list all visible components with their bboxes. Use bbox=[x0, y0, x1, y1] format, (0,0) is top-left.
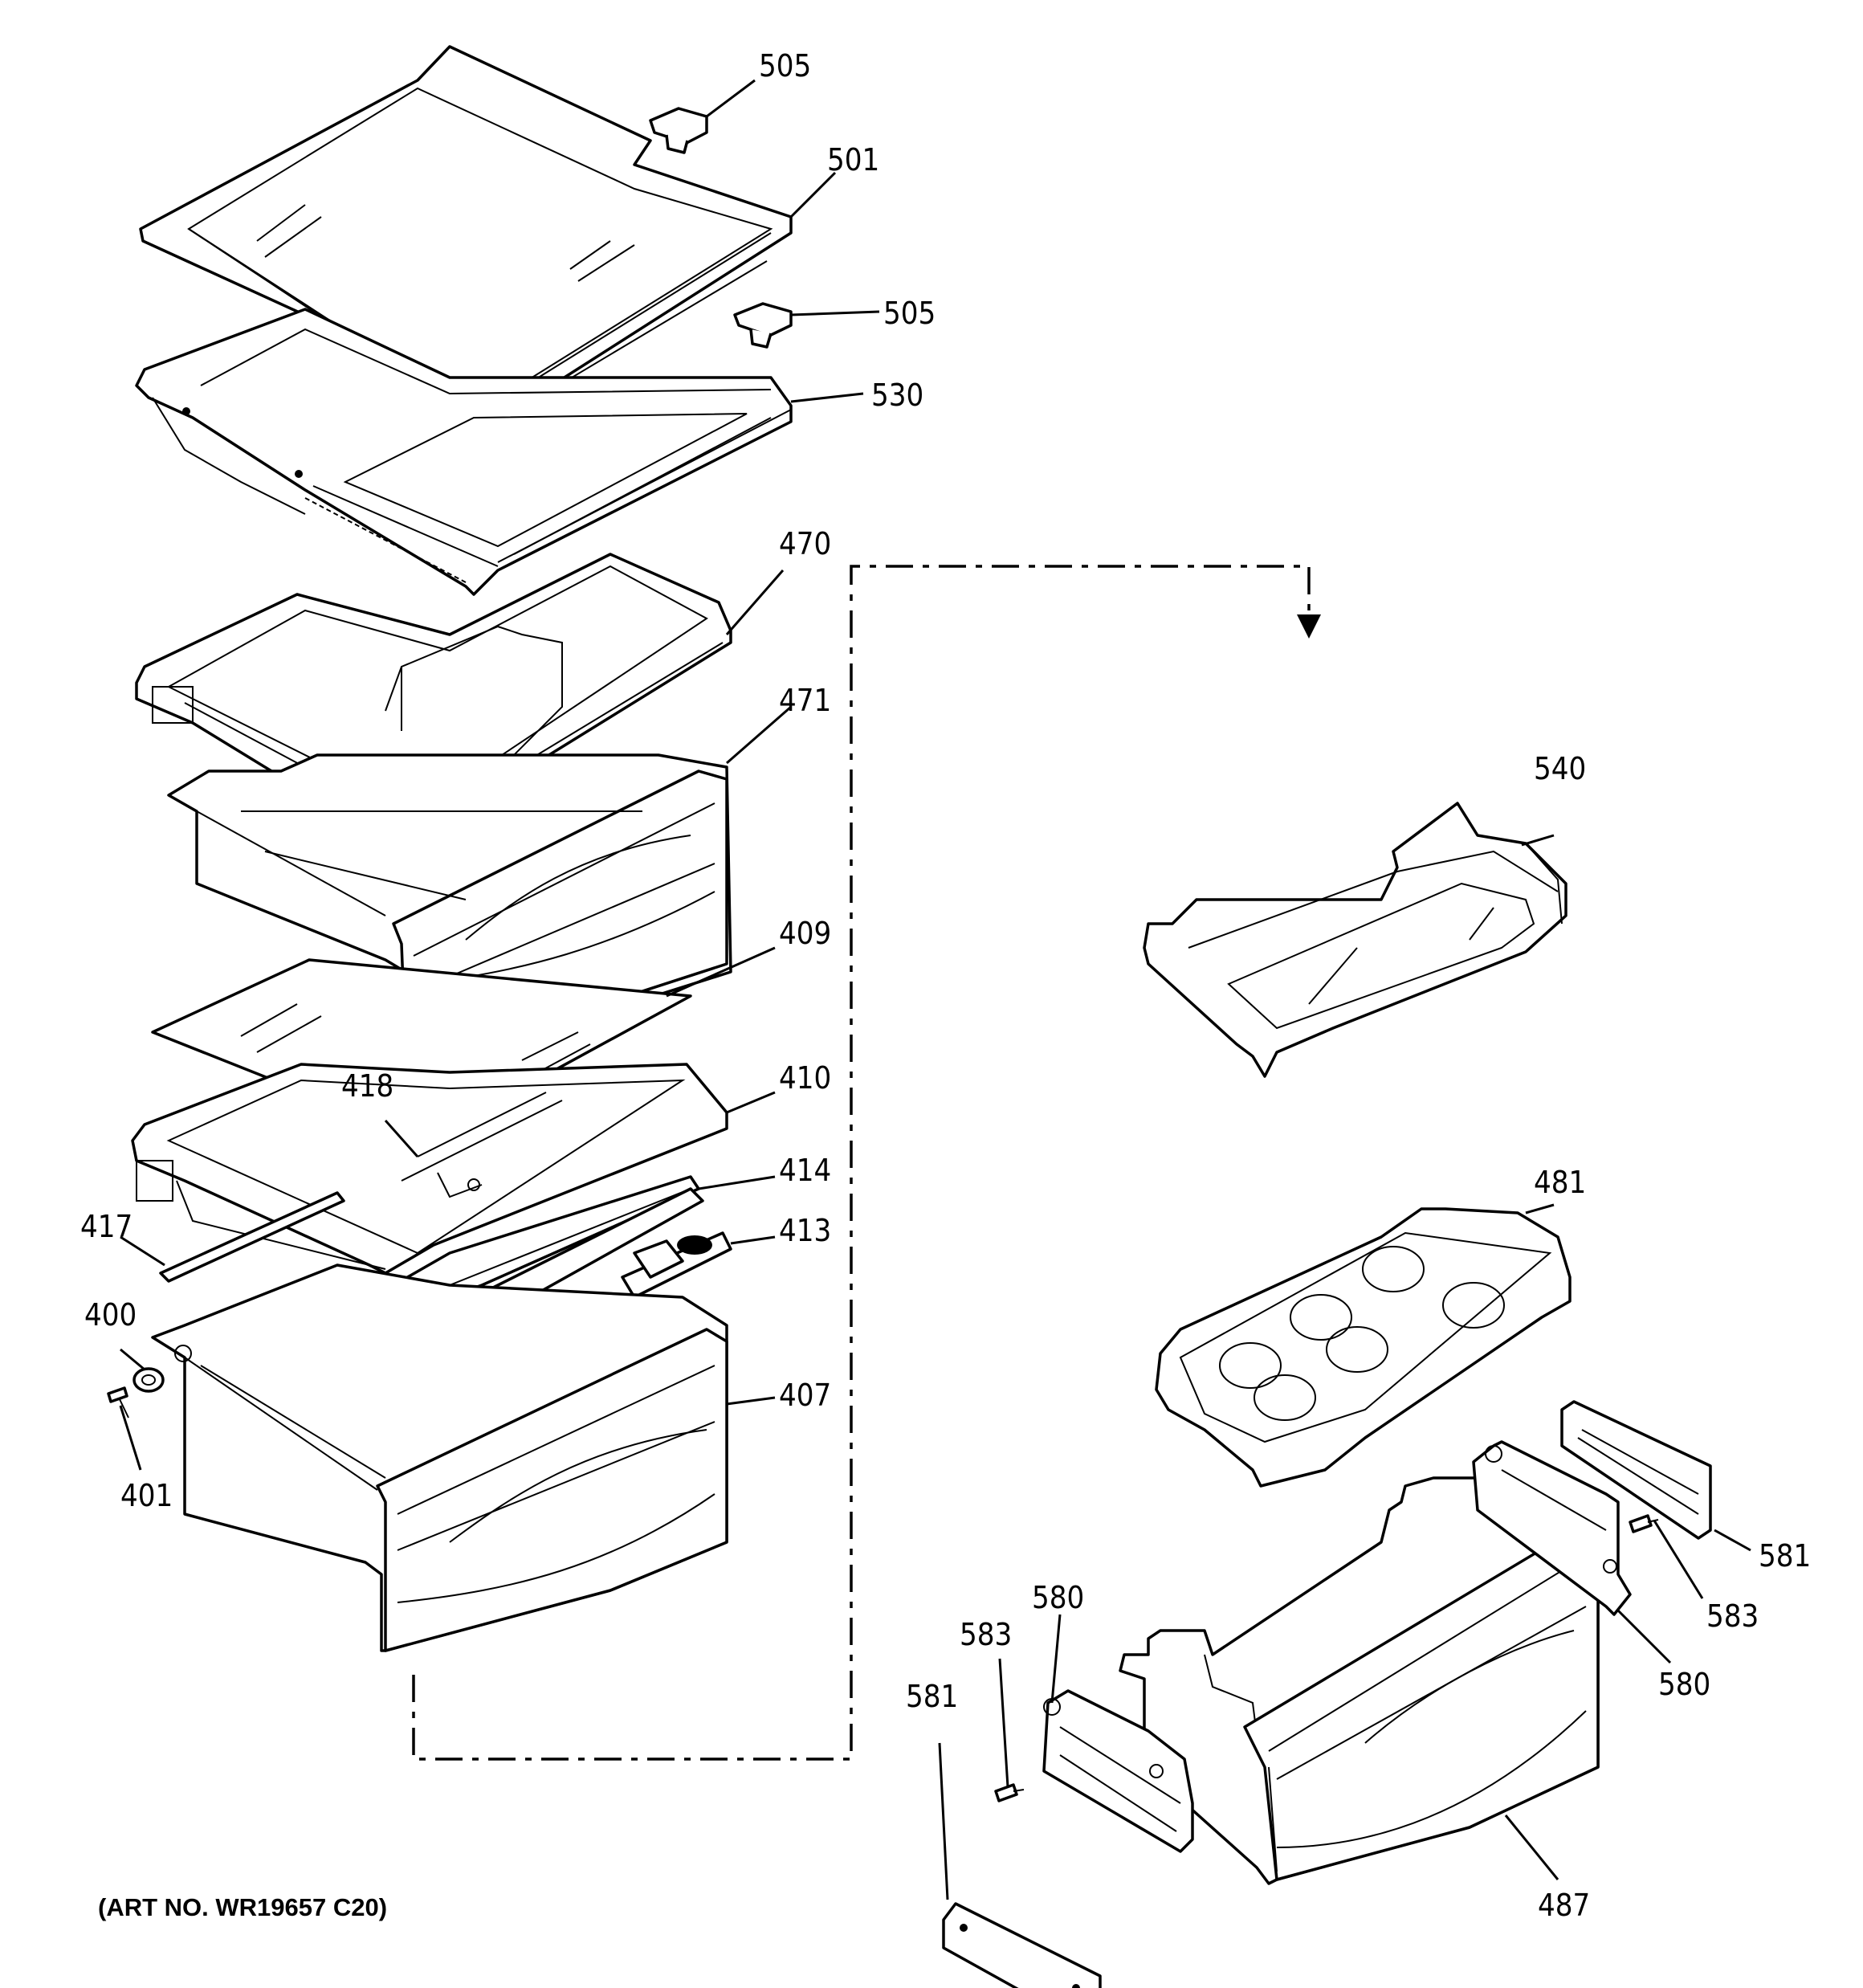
callout-414: 414 bbox=[779, 1153, 831, 1188]
leader-lines bbox=[119, 79, 1751, 1900]
part-481-tray-insert[interactable] bbox=[1155, 1207, 1572, 1488]
callout-583-left: 583 bbox=[960, 1617, 1012, 1652]
callout-470: 470 bbox=[779, 526, 831, 561]
callout-labels: 505 501 505 530 470 471 409 418 410 414 … bbox=[80, 48, 1811, 1923]
callout-530: 530 bbox=[871, 378, 923, 413]
part-417-rod[interactable] bbox=[159, 1191, 345, 1283]
part-400-glide[interactable] bbox=[132, 1367, 165, 1393]
callout-401: 401 bbox=[120, 1478, 173, 1513]
callout-407: 407 bbox=[779, 1378, 831, 1413]
callout-580-right: 580 bbox=[1658, 1667, 1710, 1702]
callout-583-right: 583 bbox=[1706, 1598, 1759, 1634]
callout-413: 413 bbox=[779, 1213, 831, 1248]
callout-581-left: 581 bbox=[906, 1679, 958, 1714]
art-number: (ART NO. WR19657 C20) bbox=[98, 1893, 387, 1921]
callout-409: 409 bbox=[779, 916, 831, 951]
part-505-clip-lower[interactable] bbox=[733, 302, 793, 349]
callout-410: 410 bbox=[779, 1060, 831, 1096]
part-583-screw-right[interactable] bbox=[1629, 1514, 1659, 1533]
part-413-roller[interactable] bbox=[621, 1231, 732, 1299]
part-530-shelf-frame[interactable] bbox=[135, 308, 793, 596]
part-583-screw-left[interactable] bbox=[994, 1783, 1025, 1802]
callout-540: 540 bbox=[1534, 751, 1586, 786]
callout-471: 471 bbox=[779, 683, 831, 718]
callout-487: 487 bbox=[1538, 1888, 1590, 1923]
callout-581-right: 581 bbox=[1759, 1538, 1811, 1574]
part-580-slide-rail-right[interactable] bbox=[1472, 1440, 1632, 1616]
part-501-glass-shelf[interactable] bbox=[139, 45, 793, 439]
callout-400: 400 bbox=[84, 1297, 137, 1333]
callout-580-left: 580 bbox=[1032, 1580, 1084, 1615]
callout-481: 481 bbox=[1534, 1165, 1586, 1200]
part-487-deli-drawer[interactable] bbox=[1119, 1476, 1600, 1885]
callout-417: 417 bbox=[80, 1209, 132, 1244]
part-410-cover-frame[interactable] bbox=[131, 1063, 728, 1275]
part-581-slide-bracket-right[interactable] bbox=[1560, 1400, 1712, 1540]
callout-418: 418 bbox=[341, 1068, 393, 1104]
part-505-clip-upper[interactable] bbox=[649, 107, 708, 154]
part-540-tray-cover[interactable] bbox=[1143, 802, 1567, 1078]
part-401-screw[interactable] bbox=[107, 1386, 129, 1419]
callout-505-upper: 505 bbox=[759, 48, 811, 84]
callout-501: 501 bbox=[827, 142, 879, 178]
part-581-slide-bracket-left[interactable] bbox=[942, 1902, 1102, 1988]
part-407-pan-drawer[interactable] bbox=[151, 1263, 728, 1652]
connector-dash-line bbox=[412, 565, 1321, 1761]
callout-505-lower: 505 bbox=[883, 296, 936, 331]
